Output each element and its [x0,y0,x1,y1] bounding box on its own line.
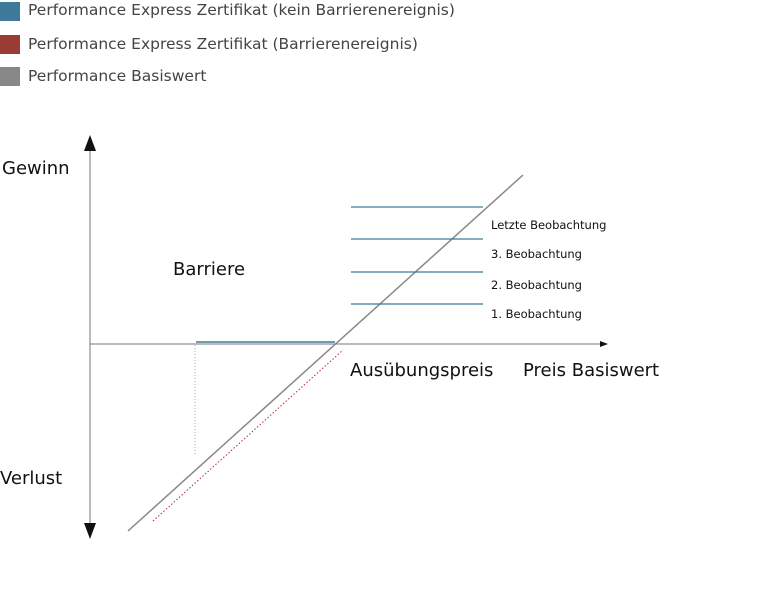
legend-label-underlying: Performance Basiswert [28,67,207,85]
observation-label-last: Letzte Beobachtung [491,218,607,232]
observation-label-3: 3. Beobachtung [491,247,582,261]
x-axis-label: Preis Basiswert [523,360,660,381]
legend-label-barrier: Performance Express Zertifikat (Barriere… [28,35,418,53]
legend-label-no-barrier: Performance Express Zertifikat (kein Bar… [28,1,455,19]
legend-swatch-gray [0,67,20,86]
underlying-line [127,174,524,532]
strike-label: Ausübungspreis [350,360,494,381]
observation-label-1: 1. Beobachtung [491,307,582,321]
observation-label-2: 2. Beobachtung [491,278,582,292]
legend-swatch-red [0,35,20,54]
y-axis-label-loss: Verlust [0,468,63,489]
legend-swatch-blue [0,2,20,21]
barrier-event-line [152,349,344,522]
barrier-label: Barriere [173,259,246,280]
y-axis-label-gain: Gewinn [2,158,70,179]
